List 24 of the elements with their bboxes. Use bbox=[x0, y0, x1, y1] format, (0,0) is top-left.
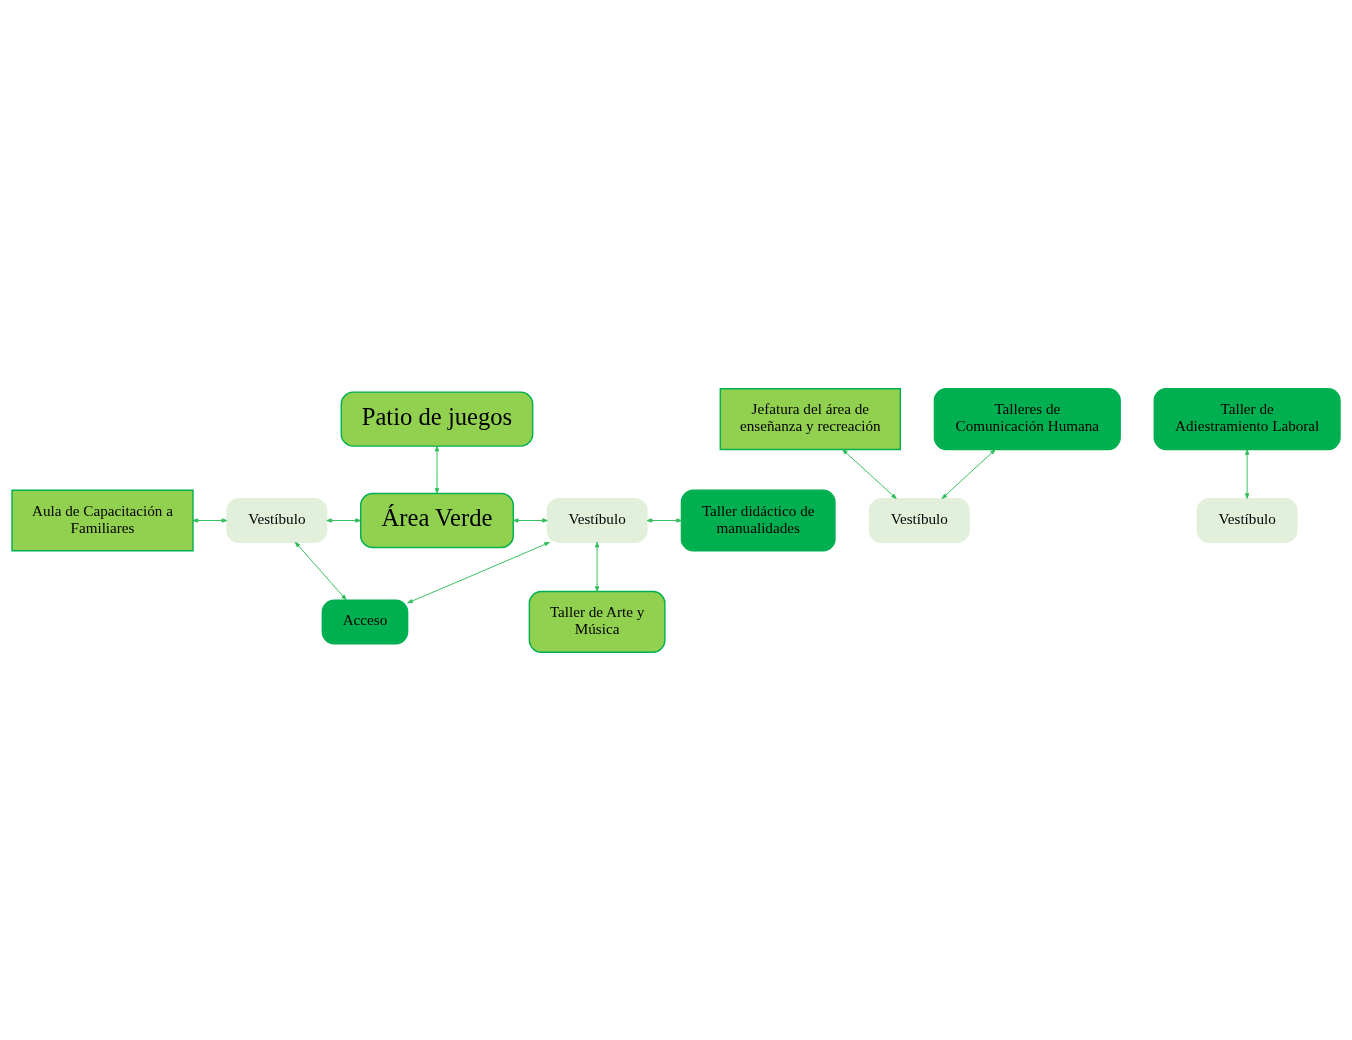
node-box: Taller didáctico de manualidades bbox=[680, 488, 836, 552]
node-box: Área Verde bbox=[360, 492, 514, 548]
node-box: Jefatura del área de enseñanza y recreación bbox=[719, 387, 902, 450]
arrow bbox=[941, 448, 996, 499]
node-box: Acceso bbox=[321, 598, 409, 644]
node-box: Taller de Adiestramiento Laboral bbox=[1153, 387, 1341, 450]
node-box: Talleres de Comunicación Humana bbox=[933, 387, 1121, 450]
arrow bbox=[842, 448, 897, 499]
node-box: Vestíbulo bbox=[226, 497, 328, 543]
arrow bbox=[1245, 448, 1250, 499]
arrow bbox=[646, 517, 682, 523]
arrow bbox=[192, 517, 228, 523]
node-box: Vestíbulo bbox=[546, 497, 648, 543]
node-box: Patio de juegos bbox=[340, 390, 534, 447]
arrow bbox=[407, 541, 550, 603]
arrow bbox=[326, 517, 361, 523]
node-box: Taller de Arte y Música bbox=[528, 590, 666, 653]
arrow bbox=[434, 445, 440, 494]
node-box: Aula de Capacitación a Familiares bbox=[11, 488, 194, 552]
arrow bbox=[294, 541, 347, 600]
arrow bbox=[512, 517, 548, 523]
node-box: Vestíbulo bbox=[868, 497, 970, 543]
node-box: Vestíbulo bbox=[1196, 497, 1298, 543]
arrow bbox=[595, 541, 600, 592]
